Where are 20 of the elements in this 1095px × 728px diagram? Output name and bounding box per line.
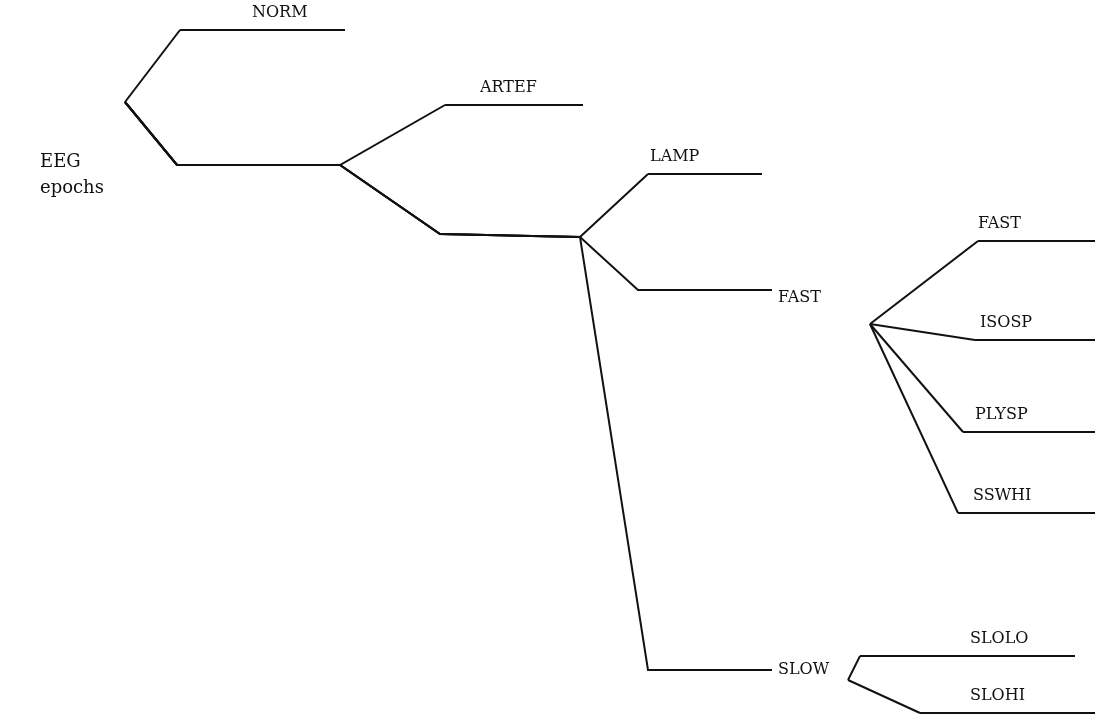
root-label: EEG epochs bbox=[40, 100, 125, 200]
leaf-label: NORM bbox=[180, 4, 345, 31]
branch-line bbox=[869, 323, 976, 341]
branch-label: SLOW bbox=[772, 657, 848, 681]
branch-line bbox=[847, 679, 921, 714]
branch-line bbox=[124, 101, 773, 671]
leaf-label: LAMP bbox=[648, 126, 762, 175]
leaf-label: FAST bbox=[978, 192, 1095, 242]
leaf-label: SLOHI bbox=[920, 672, 1095, 714]
leaf-label: SSWHI bbox=[958, 474, 1095, 514]
branch-label: FAST bbox=[772, 285, 870, 325]
branch-line bbox=[869, 323, 964, 433]
leaf-label: SLOLO bbox=[860, 606, 1075, 657]
branch-line bbox=[869, 323, 959, 514]
branch-line bbox=[124, 29, 181, 103]
leaf-label: PLYSP bbox=[963, 392, 1095, 433]
leaf-label: ARTEF bbox=[445, 58, 583, 106]
leaf-label: ISOSP bbox=[975, 285, 1095, 341]
branch-line bbox=[847, 655, 861, 681]
branch-line bbox=[869, 240, 979, 325]
